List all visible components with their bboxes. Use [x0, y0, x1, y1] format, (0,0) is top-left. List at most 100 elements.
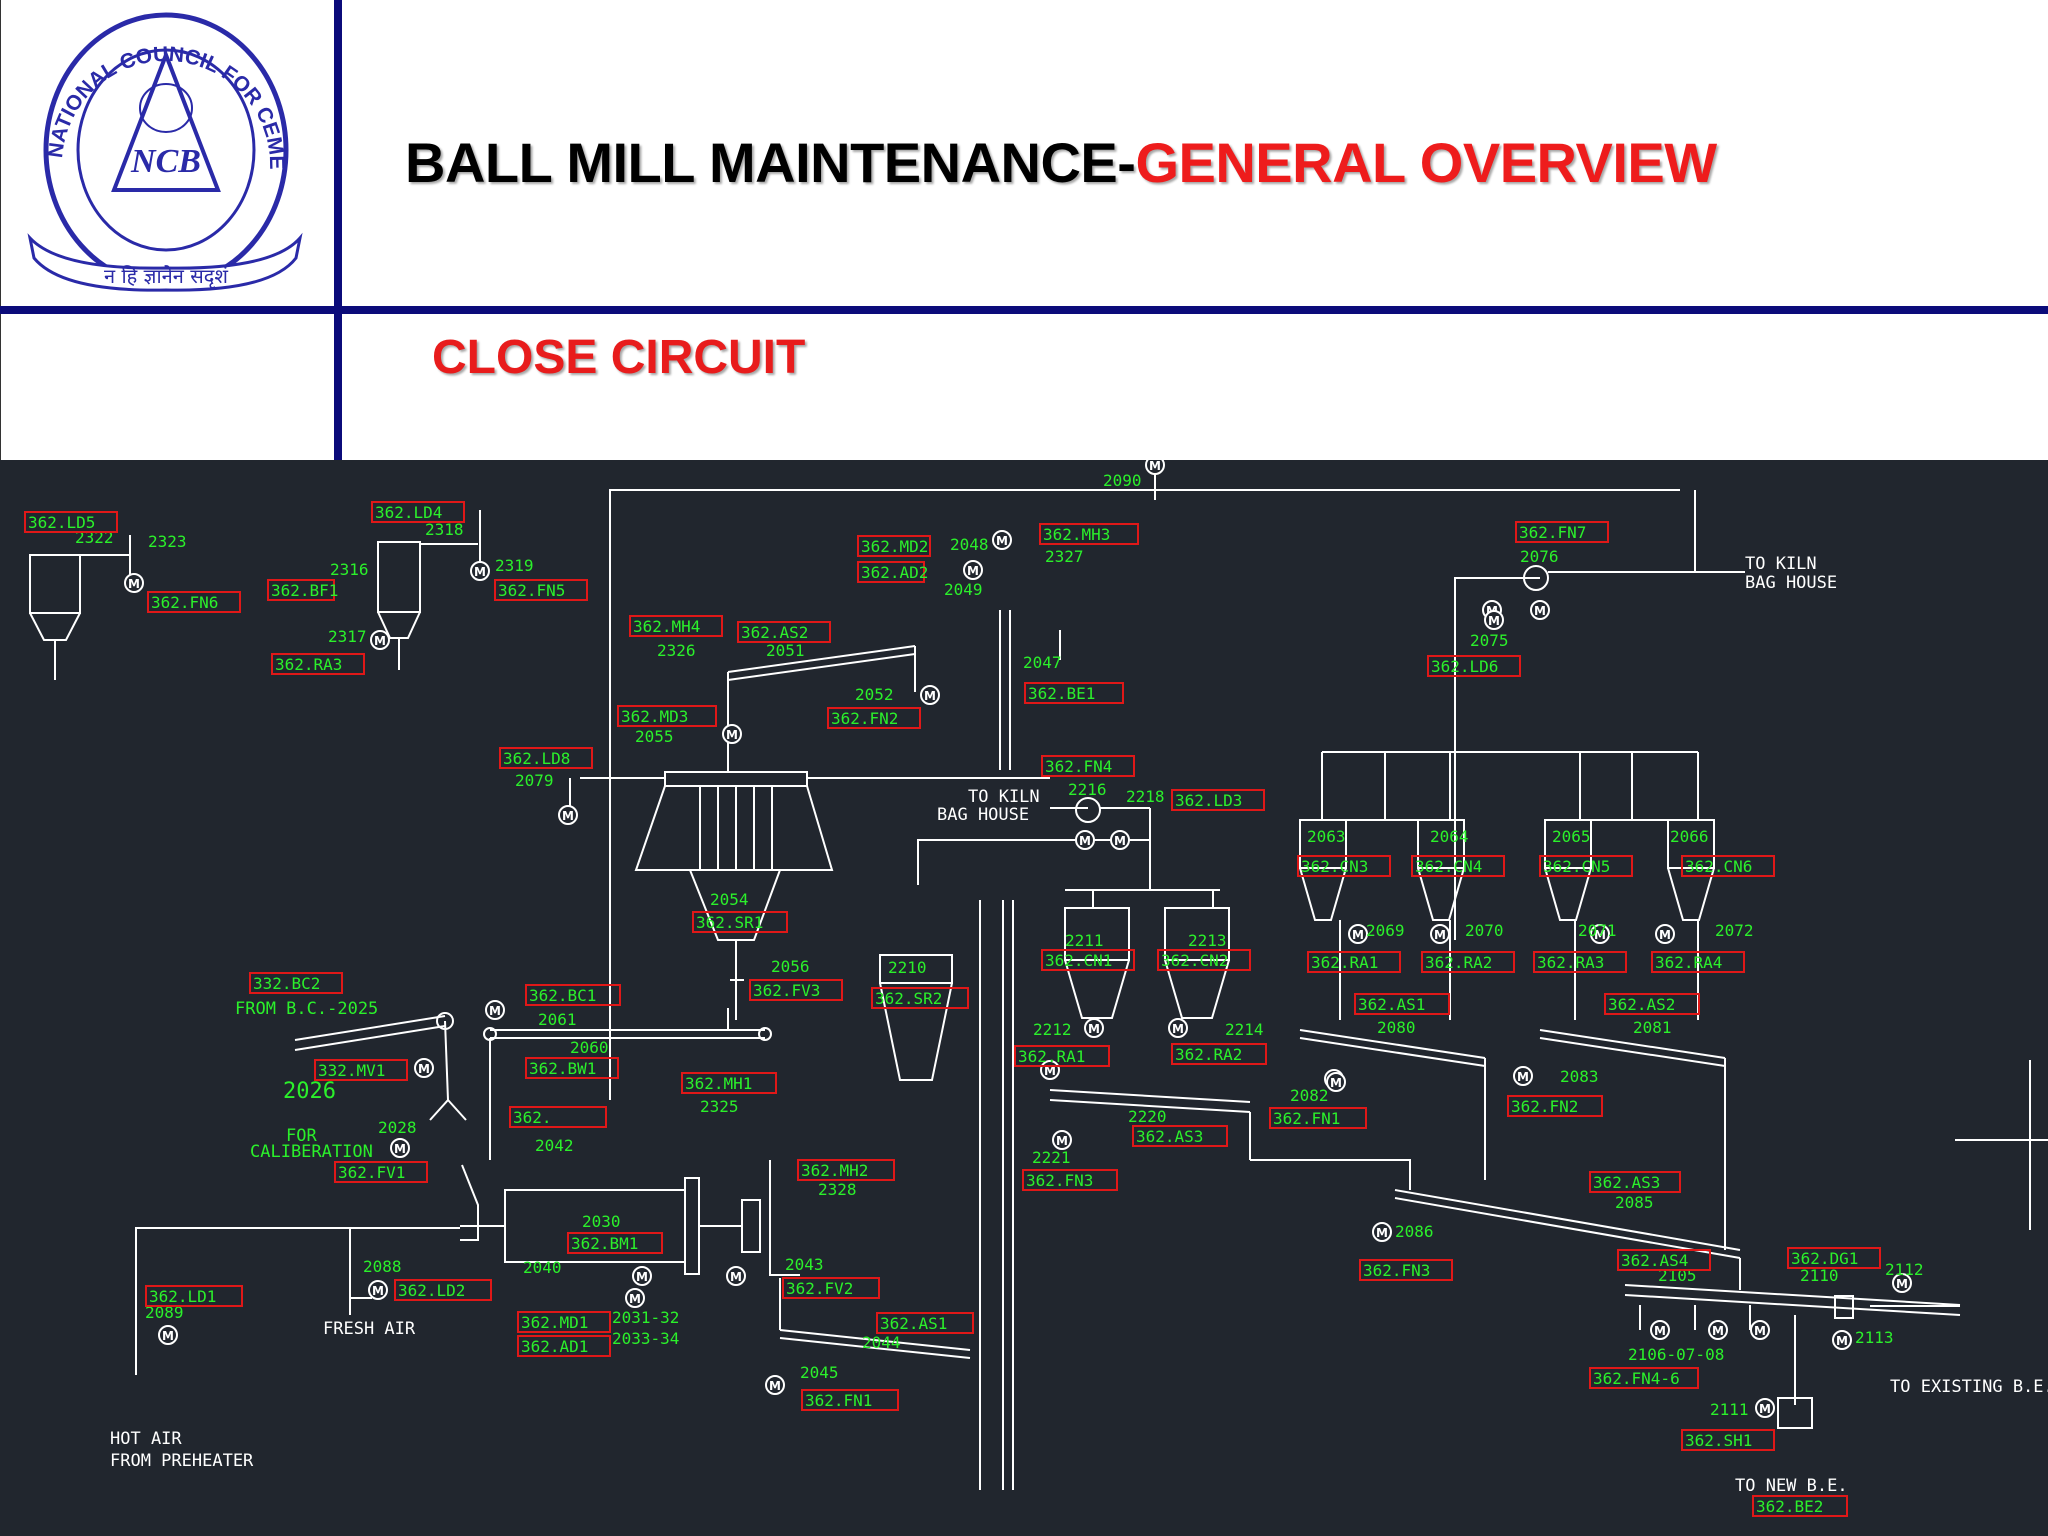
equipment-tag-text: 362.FV1	[338, 1163, 405, 1182]
svg-text:M: M	[374, 634, 386, 648]
equipment-number: 2113	[1855, 1328, 1894, 1347]
equipment-number: 2317	[328, 627, 367, 646]
motor-icon: M	[1348, 924, 1368, 944]
equipment-tag-text: 362.AS2	[1608, 995, 1675, 1014]
equipment-tag: 362.FN4-6	[1589, 1367, 1699, 1389]
motor-icon: M	[1484, 610, 1504, 630]
equipment-number: 2083	[1560, 1067, 1599, 1086]
equipment-number: 2042	[535, 1136, 574, 1155]
equipment-tag: 362.FV1	[334, 1161, 428, 1183]
equipment-tag-text: 362.RA3	[1537, 953, 1604, 972]
equipment-number: 2033-34	[612, 1329, 679, 1348]
flow-label: FRESH AIR	[323, 1319, 416, 1339]
equipment-tag-text: 362.CN5	[1543, 857, 1610, 876]
equipment-number: 2052	[855, 685, 894, 704]
equipment-tag: 362.FN5	[494, 579, 588, 601]
equipment-tag-text: 362.MD3	[621, 707, 688, 726]
equipment-tag-text: 362.AS1	[880, 1314, 947, 1333]
equipment-number: 2065	[1552, 827, 1591, 846]
equipment-tag-text: 362.FN2	[831, 709, 898, 728]
flow-label: FOR	[286, 1126, 317, 1146]
equipment-number: 2063	[1307, 827, 1346, 846]
svg-text:M: M	[1836, 1334, 1848, 1348]
equipment-number: 2110	[1800, 1266, 1839, 1285]
equipment-number: 2049	[944, 580, 983, 599]
equipment-number: 2218	[1126, 787, 1165, 806]
equipment-number: 2319	[495, 556, 534, 575]
flow-label: FROM B.C.-2025	[235, 999, 378, 1019]
equipment-tag: 362.RA1	[1014, 1045, 1110, 1067]
svg-text:M: M	[128, 577, 140, 591]
svg-text:M: M	[372, 1284, 384, 1298]
svg-text:M: M	[1044, 1064, 1056, 1078]
flow-label: FROM PREHEATER	[110, 1451, 254, 1471]
motor-icon: M	[1708, 1320, 1728, 1340]
equipment-tag: 362.BC1	[525, 984, 621, 1006]
equipment-tag: 362.FN1	[801, 1389, 899, 1411]
equipment-tag: 362.BF1	[267, 579, 338, 601]
motor-icon: M	[414, 1058, 434, 1078]
equipment-number: 2325	[700, 1097, 739, 1116]
svg-text:M: M	[1149, 460, 1161, 473]
equipment-tag: 362.LD4	[371, 501, 465, 523]
equipment-tag: 362.FN7	[1515, 521, 1609, 543]
svg-text:M: M	[1172, 1022, 1184, 1036]
equipment-tag-text: 362.MD1	[521, 1313, 588, 1332]
equipment-number: 2112	[1885, 1260, 1924, 1279]
svg-text:M: M	[726, 728, 738, 742]
equipment-tag: 362.SH1	[1681, 1429, 1775, 1451]
equipment-number: 2316	[330, 560, 369, 579]
svg-text:M: M	[1330, 1076, 1342, 1090]
svg-text:M: M	[1517, 1070, 1529, 1084]
motor-icon: M	[1430, 924, 1450, 944]
equipment-tag: 362.RA3	[1533, 951, 1627, 973]
equipment-tag-text: 362.LD5	[28, 513, 95, 532]
equipment-tag-text: 362.DG1	[1791, 1249, 1858, 1268]
svg-text:M: M	[418, 1062, 430, 1076]
svg-text:M: M	[1376, 1226, 1388, 1240]
equipment-tag: 362.BW1	[525, 1057, 619, 1079]
equipment-tag-text: 332.BC2	[253, 974, 320, 993]
equipment-tag: 362.AS2	[1604, 993, 1700, 1015]
slide-subtitle: CLOSE CIRCUIT	[432, 331, 806, 384]
flow-sheet-canvas: MMMMMMMMMMMMMMMMMMMMMMMMMMMMMMMMMMMMMMMM…	[24, 460, 2048, 1517]
flow-label: TO KILN	[968, 787, 1040, 807]
equipment-number: 2076	[1520, 547, 1559, 566]
equipment-number: 2061	[538, 1010, 577, 1029]
motor-icon: M	[558, 805, 578, 825]
equipment-tag-text: 362.FV3	[753, 981, 820, 1000]
title-part-black: BALL MILL MAINTENANCE-	[405, 131, 1136, 194]
svg-text:M: M	[1056, 1134, 1068, 1148]
frame-left-border	[0, 0, 1, 460]
equipment-tag: 362.LD6	[1427, 655, 1521, 677]
equipment-tag-text: 362.AD1	[521, 1337, 588, 1356]
equipment-tag-text: 362.SR1	[696, 913, 763, 932]
equipment-number: 2081	[1633, 1018, 1672, 1037]
motor-icon: M	[1655, 924, 1675, 944]
svg-text:M: M	[1712, 1324, 1724, 1338]
equipment-tag-text: 362.LD8	[503, 749, 570, 768]
equipment-tag: 362.CN4	[1411, 855, 1505, 877]
equipment-tag-text: 362.LD4	[375, 503, 442, 522]
equipment-tag: 362.FN4	[1041, 755, 1135, 777]
equipment-number: 2212	[1033, 1020, 1072, 1039]
equipment-tag-text: 362.MD2	[861, 537, 928, 556]
equipment-number: 2044	[862, 1333, 901, 1352]
motor-icon: M	[1832, 1330, 1852, 1350]
svg-text:M: M	[562, 809, 574, 823]
equipment-number: 2045	[800, 1363, 839, 1382]
equipment-tag: 362.FN1	[1269, 1107, 1367, 1129]
motor-icon: M	[1590, 924, 1610, 944]
process-flow-diagram: MMMMMMMMMMMMMMMMMMMMMMMMMMMMMMMMMMMMMMMM…	[0, 460, 2048, 1536]
frame-vertical-divider	[334, 0, 342, 460]
equipment-tag: 362.FV2	[782, 1277, 880, 1299]
equipment-tag-text: 362.FN1	[1273, 1109, 1340, 1128]
equipment-number: 2028	[378, 1118, 417, 1137]
equipment-tag: 362.AS3	[1589, 1171, 1681, 1193]
svg-text:M: M	[967, 564, 979, 578]
equipment-tag: 332.BC2	[249, 972, 343, 994]
motor-icon: M	[1110, 830, 1130, 850]
equipment-tag: 362.AD1	[517, 1335, 611, 1357]
equipment-tag: 362.SR2	[871, 987, 969, 1009]
